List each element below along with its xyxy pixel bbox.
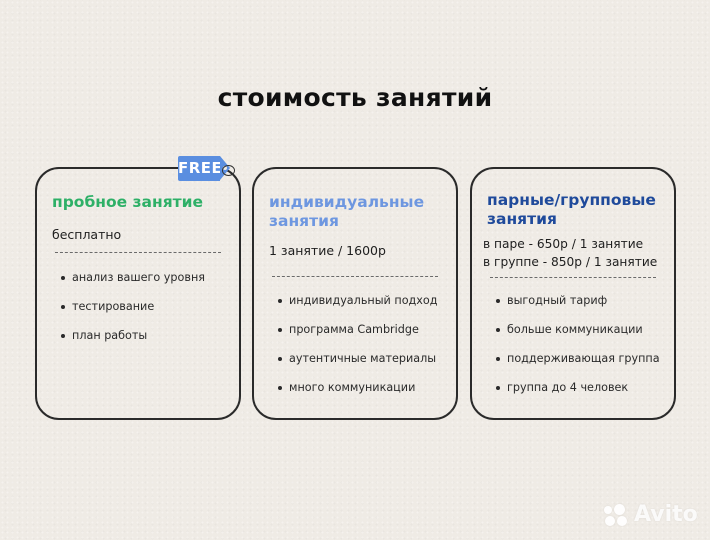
feature-list: индивидуальный подход программа Cambridg… xyxy=(278,294,450,410)
feature-item: поддерживающая группа xyxy=(496,352,668,381)
price-line: в группе - 850р / 1 занятие xyxy=(483,255,658,269)
feature-list: анализ вашего уровня тестирование план р… xyxy=(61,271,233,358)
card-price: 1 занятие / 1600р xyxy=(269,242,450,260)
card-price: бесплатно xyxy=(52,226,233,244)
card-title: парные/групповые занятия xyxy=(487,191,656,228)
pricing-card-individual: индивидуальные занятия 1 занятие / 1600р… xyxy=(252,167,458,420)
card-price: в паре - 650р / 1 занятие в группе - 850… xyxy=(483,235,668,271)
card-title: пробное занятие xyxy=(52,193,204,211)
feature-item: анализ вашего уровня xyxy=(61,271,233,300)
avito-watermark: Avito xyxy=(604,502,698,527)
dashed-divider xyxy=(272,276,438,277)
feature-item: группа до 4 человек xyxy=(496,381,668,410)
pricing-card-group: парные/групповые занятия в паре - 650р /… xyxy=(470,167,676,420)
feature-item: программа Cambridge xyxy=(278,323,450,352)
price-line: в паре - 650р / 1 занятие xyxy=(483,237,644,251)
page-title: стоимость занятий xyxy=(217,83,493,112)
avito-logo-icon xyxy=(604,503,630,526)
free-badge: FREE xyxy=(178,156,235,181)
feature-item: больше коммуникации xyxy=(496,323,668,352)
price-line: бесплатно xyxy=(52,227,122,242)
feature-item: аутентичные материалы xyxy=(278,352,450,381)
card-title: индивидуальные занятия xyxy=(269,193,425,230)
feature-list: выгодный тариф больше коммуникации подде… xyxy=(496,294,668,410)
feature-item: индивидуальный подход xyxy=(278,294,450,323)
feature-item: план работы xyxy=(61,329,233,358)
feature-item: выгодный тариф xyxy=(496,294,668,323)
price-line: 1 занятие / 1600р xyxy=(269,243,386,258)
dashed-divider xyxy=(490,277,656,278)
watermark-label: Avito xyxy=(634,502,698,527)
free-badge-label: FREE xyxy=(178,156,222,181)
tag-string-icon xyxy=(222,165,235,176)
dashed-divider xyxy=(55,252,221,253)
pricing-card-trial: пробное занятие бесплатно анализ вашего … xyxy=(35,167,241,420)
feature-item: тестирование xyxy=(61,300,233,329)
feature-item: много коммуникации xyxy=(278,381,450,410)
